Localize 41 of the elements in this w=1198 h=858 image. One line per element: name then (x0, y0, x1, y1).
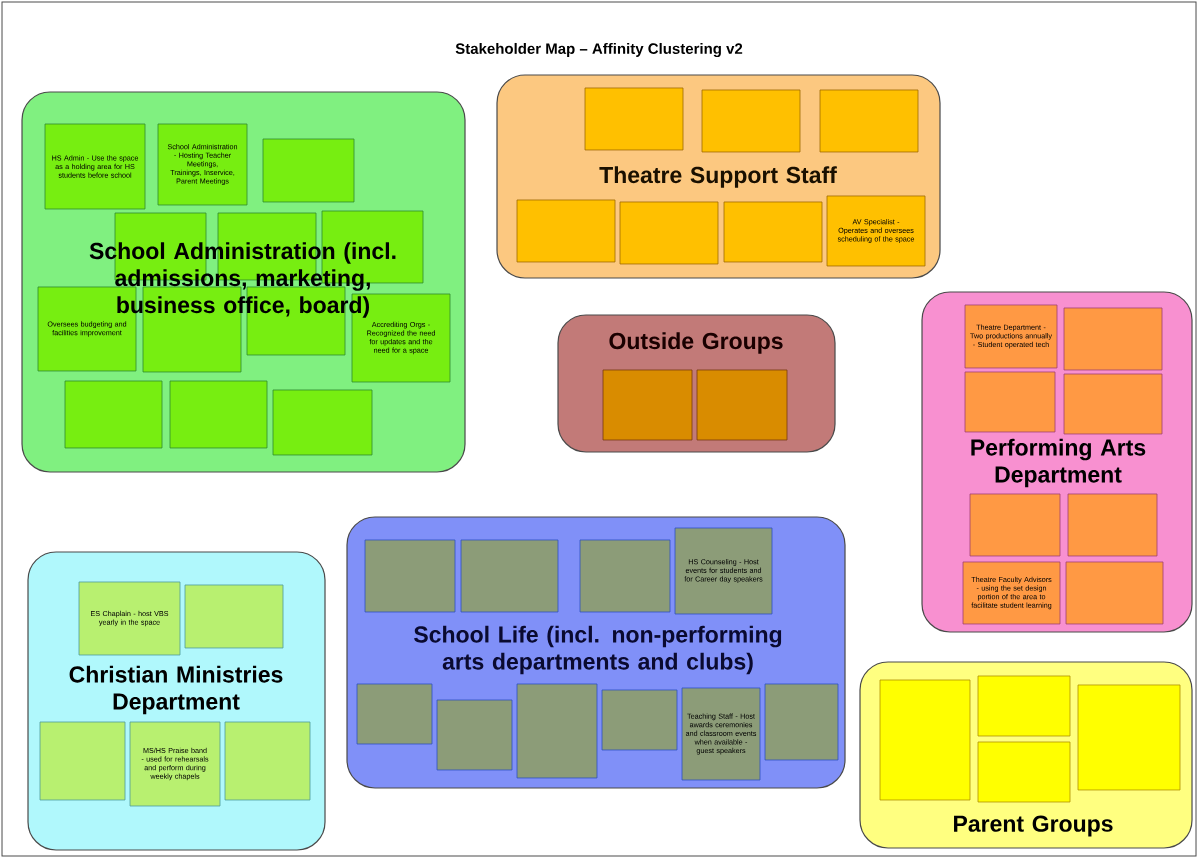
sticky-note (1077, 684, 1181, 791)
sticky-note (619, 201, 719, 265)
sticky-note (819, 89, 919, 153)
cluster-heading: Parent Groups (954, 815, 1113, 837)
sticky-note (364, 539, 456, 613)
sticky-note (169, 380, 268, 449)
sticky-note (579, 539, 671, 613)
sticky-note (1067, 493, 1158, 557)
sticky-note (602, 369, 693, 441)
sticky-note (977, 675, 1071, 737)
cluster-heading: Christian Ministries Department (69, 665, 283, 715)
sticky-note (224, 721, 311, 801)
title: Stakeholder Map – Affinity Clustering v2 (455, 42, 743, 57)
cluster-heading: Outside Groups (609, 332, 783, 354)
sticky-note (1063, 307, 1163, 371)
sticky-note (879, 679, 971, 801)
sticky-note (601, 689, 678, 751)
sticky-note (460, 539, 559, 613)
sticky-note (964, 371, 1056, 433)
cluster-heading: Performing Arts Department (971, 438, 1146, 488)
sticky-note (516, 199, 616, 263)
sticky-note (436, 699, 513, 771)
sticky-note (262, 138, 355, 203)
sticky-note (184, 584, 284, 649)
sticky-note (977, 741, 1071, 803)
sticky-note (723, 201, 823, 263)
sticky-note (764, 683, 839, 761)
sticky-note (356, 683, 433, 745)
sticky-note (64, 380, 163, 449)
sticky-note (516, 683, 598, 779)
sticky-note (1065, 561, 1164, 625)
sticky-note (272, 389, 373, 456)
sticky-note (1063, 373, 1163, 435)
cluster-heading: School Life (incl. non-performing arts departments and clubs) (414, 625, 782, 675)
sticky-note (39, 721, 126, 801)
sticky-note (701, 89, 801, 153)
sticky-note (584, 87, 684, 151)
cluster-heading: Theatre Support Staff (599, 166, 837, 188)
cluster-heading: School Administration (incl. admissions, marketing, business office, board) (89, 242, 396, 318)
sticky-note (969, 493, 1061, 557)
sticky-note (696, 369, 788, 441)
